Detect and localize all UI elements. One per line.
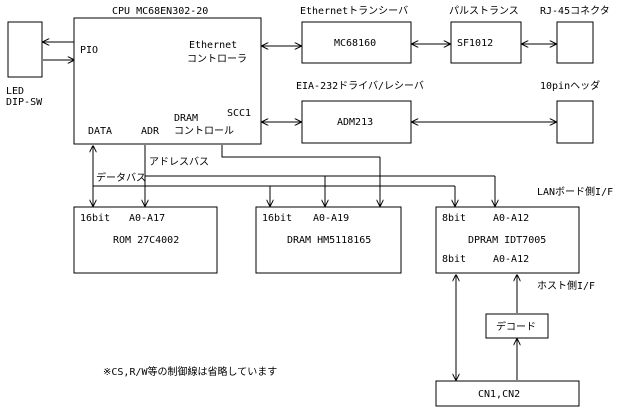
pulse-transformer-box bbox=[450, 21, 522, 64]
rj45-box bbox=[556, 21, 594, 64]
dram-bits: 16bit bbox=[262, 213, 292, 224]
dram-box bbox=[255, 206, 402, 274]
cpu-dram-control-label: コントロール bbox=[174, 126, 234, 137]
cpu-box bbox=[73, 17, 262, 145]
rj45-header: RJ-45コネクタ bbox=[540, 5, 610, 17]
cpu-adr-label: ADR bbox=[141, 126, 160, 137]
dpram-chip: DPRAM IDT7005 bbox=[468, 235, 546, 246]
pin-header-label: 10pinヘッダ bbox=[540, 79, 600, 92]
pin-header-box bbox=[556, 100, 594, 144]
eia-driver-box bbox=[301, 100, 412, 144]
pulse-header: パルストランス bbox=[449, 5, 519, 17]
cpu-dram-label: DRAM bbox=[174, 113, 198, 124]
cpu-scc1-label: SCC1 bbox=[227, 108, 251, 119]
cn-box bbox=[435, 380, 580, 407]
dipsw-label: DIP-SW bbox=[6, 97, 43, 108]
eth-chip-label: MC68160 bbox=[334, 38, 376, 49]
rom-bits: 16bit bbox=[80, 213, 110, 224]
dpram-addr-bottom: A0-A12 bbox=[493, 254, 529, 265]
dram-chip: DRAM HM5118165 bbox=[287, 235, 371, 246]
dpram-box bbox=[435, 206, 580, 274]
rom-addr: A0-A17 bbox=[129, 213, 165, 224]
eia-chip-label: ADM213 bbox=[337, 117, 373, 128]
control-lines-note: ※CS,R/W等の制御線は省略しています bbox=[103, 365, 277, 378]
dpram-bits-top: 8bit bbox=[442, 213, 466, 224]
eth-transceiver-box bbox=[301, 21, 412, 64]
data-bus-label: データバス bbox=[96, 171, 146, 184]
host-if-label: ホスト側I/F bbox=[537, 279, 595, 292]
cpu-data-label: DATA bbox=[88, 126, 112, 137]
dram-control-line bbox=[221, 145, 380, 158]
decode-label: デコード bbox=[496, 320, 536, 333]
address-bus-label: アドレスバス bbox=[149, 156, 209, 168]
cn-label: CN1,CN2 bbox=[478, 389, 520, 400]
cpu-pio-label: PIO bbox=[80, 45, 98, 56]
cpu-ethernet-label: Ethernet bbox=[189, 40, 237, 51]
rom-box bbox=[73, 206, 218, 274]
led-label: LED bbox=[6, 86, 24, 97]
lan-if-label: LANボード側I/F bbox=[537, 185, 613, 198]
dram-addr: A0-A19 bbox=[313, 213, 349, 224]
dpram-bits-bottom: 8bit bbox=[442, 254, 466, 265]
cpu-controller-label: コントローラ bbox=[187, 53, 247, 65]
eth-header: Ethernetトランシーバ bbox=[300, 5, 408, 17]
decode-box bbox=[485, 313, 549, 339]
rom-chip: ROM 27C4002 bbox=[113, 235, 179, 246]
eia-header: EIA-232ドライバ/レシーバ bbox=[296, 80, 424, 92]
dpram-addr-top: A0-A12 bbox=[493, 213, 529, 224]
led-dipsw-box bbox=[7, 21, 43, 78]
cpu-title: CPU MC68EN302-20 bbox=[112, 6, 208, 17]
pulse-chip-label: SF1012 bbox=[457, 38, 493, 49]
